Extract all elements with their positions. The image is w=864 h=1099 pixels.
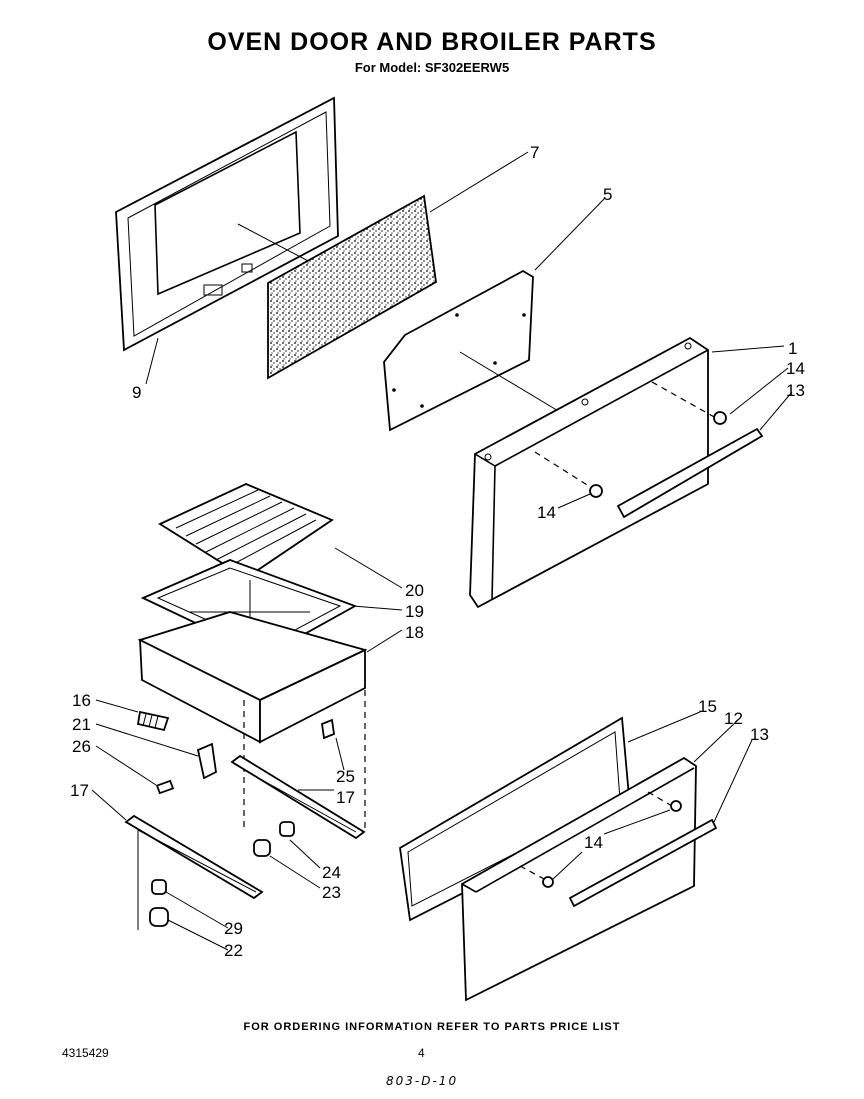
roller-part (279, 821, 295, 837)
callout-20: 20 (405, 581, 424, 600)
door-handle-part (616, 427, 764, 519)
callout-29: 29 (224, 919, 243, 938)
broiler-pan-part (137, 611, 368, 830)
broiler-door-handle-part (568, 818, 718, 908)
callout-18: 18 (405, 623, 424, 642)
callout-23: 23 (322, 883, 341, 902)
callout-25: 25 (336, 767, 355, 786)
model-subtitle: For Model: SF302EERW5 (354, 60, 510, 75)
clip-part (196, 742, 217, 780)
grommet-part (713, 411, 727, 425)
broiler-grid-part (158, 483, 334, 580)
ordering-information-note: FOR ORDERING INFORMATION REFER TO PARTS … (243, 1021, 621, 1033)
callout-14: 14 (537, 503, 556, 522)
broiler-door-panel-part (461, 756, 697, 1002)
leader-lines (91, 151, 793, 951)
handwritten-code: 803-D-10 (386, 1074, 459, 1088)
callout-5: 5 (603, 185, 612, 204)
callout-22: 22 (224, 941, 243, 960)
small-clip-part (321, 718, 335, 740)
roller-part (151, 879, 167, 895)
screw-part (155, 779, 175, 795)
page-title: OVEN DOOR AND BROILER PARTS (207, 28, 657, 56)
document-number: 4315429 (62, 1046, 109, 1060)
grommet-part (542, 876, 554, 888)
insulation-pad-part (267, 194, 437, 380)
callout-14: 14 (584, 833, 603, 852)
roller-part (253, 839, 271, 857)
inner-glass-part (383, 269, 571, 432)
callout-21: 21 (72, 715, 91, 734)
spring-part (136, 710, 170, 732)
callout-12: 12 (724, 709, 743, 728)
callout-9: 9 (132, 383, 141, 402)
callout-15: 15 (698, 697, 717, 716)
callout-17: 17 (336, 788, 355, 807)
callout-19: 19 (405, 602, 424, 621)
grommet-part (589, 484, 603, 498)
inner-door-frame-part (115, 96, 339, 352)
callout-24: 24 (322, 863, 341, 882)
outer-door-panel-part (469, 336, 717, 609)
callout-16: 16 (72, 691, 91, 710)
slide-rail-part (230, 754, 366, 840)
roller-part (149, 907, 169, 927)
slide-rail-part (124, 814, 264, 930)
page-number: 4 (418, 1046, 425, 1060)
callout-14: 14 (786, 359, 805, 378)
callout-13: 13 (786, 381, 805, 400)
callout-17: 17 (70, 781, 89, 800)
callout-1: 1 (788, 339, 797, 358)
callout-26: 26 (72, 737, 91, 756)
callout-7: 7 (530, 143, 539, 162)
callout-13: 13 (750, 725, 769, 744)
grommet-part (670, 800, 682, 812)
